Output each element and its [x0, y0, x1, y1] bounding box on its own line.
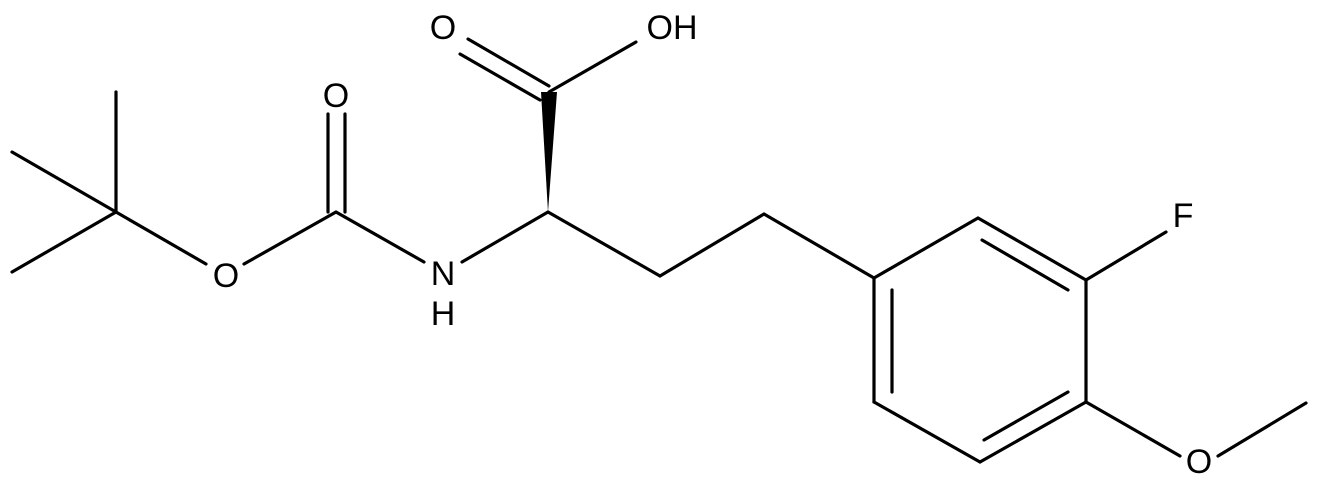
bond-ch2-to-ring [762, 212, 876, 280]
bond-boc-c-to-n [334, 210, 426, 264]
bond-alpha-to-ch2 [546, 210, 662, 278]
atom-label-fluorine: F [1173, 197, 1194, 235]
bond-ch2-to-ch2 [658, 212, 766, 278]
atom-label-methoxy-o: O [1186, 443, 1212, 481]
atom-label-amine-n: N [431, 255, 456, 293]
ring-substituents [1084, 230, 1308, 458]
atom-label-carbonyl-o-boc: O [323, 77, 349, 115]
ring-bond-5 [872, 400, 982, 464]
atom-label-hydroxyl: OH [647, 9, 698, 47]
ring-bond-2 [976, 216, 1088, 282]
amino-acid-core [458, 37, 876, 280]
atom-label-carbonyl-o-acid: O [430, 9, 456, 47]
bond-acid-c-o-double-a [466, 37, 551, 88]
tert-butyl-group [10, 90, 208, 274]
bond-tbu-to-ester-o [114, 210, 208, 266]
ring-bond-2-inner [980, 238, 1070, 292]
aromatic-ring [872, 216, 1088, 464]
bond-tbu-methyl-left-bottom [10, 210, 118, 274]
boc-carbamate [242, 112, 426, 266]
atom-label-amine-h: H [431, 295, 456, 333]
bond-ring-to-f [1084, 230, 1168, 282]
bond-ring-to-methoxy-o [1084, 400, 1182, 458]
bond-n-to-alpha-c [460, 210, 550, 264]
wedge-bond-alpha-to-acid-c [541, 92, 557, 212]
ring-bond-4-inner [982, 390, 1070, 442]
ring-bond-4 [978, 400, 1088, 464]
bond-methoxy-o-to-methyl [1216, 401, 1308, 458]
atom-label-ester-o: O [213, 257, 239, 295]
bond-ester-o-to-carbonyl-c [242, 210, 338, 266]
bond-acid-c-o-double-b [458, 52, 542, 102]
bond-acid-c-to-oh [547, 40, 638, 94]
bond-tbu-methyl-left-top [10, 150, 118, 214]
ring-bond-1 [872, 216, 980, 280]
